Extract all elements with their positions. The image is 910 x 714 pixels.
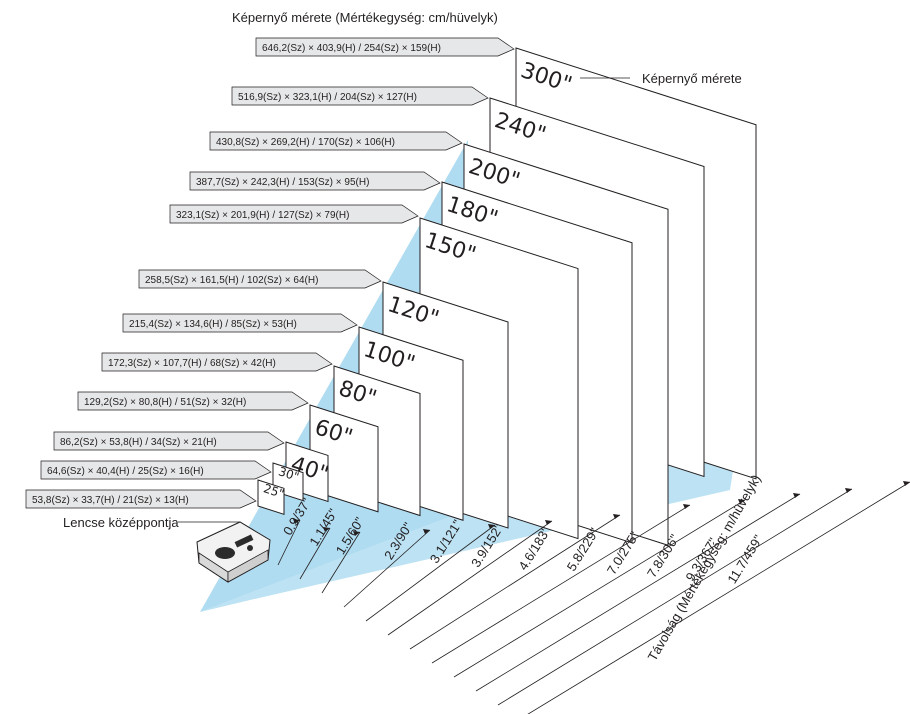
distance-line-stroke (409, 514, 621, 650)
dimension-tag-shape (169, 204, 419, 224)
dimension-tag-text: 430,8(Sz) × 269,2(H) / 170(Sz) × 106(H) (216, 137, 395, 148)
dimension-tag-shape (101, 352, 333, 372)
dimension-tag-shape (77, 391, 309, 411)
dimension-tag-2: 64,6(Sz) × 40,4(H) / 25(Sz) × 16(H) (40, 460, 272, 480)
dimension-tag-11: 516,9(Sz) × 323,1(H) / 204(Sz) × 127(H) (231, 86, 489, 106)
dimension-tag-text: 86,2(Sz) × 53,8(H) / 34(Sz) × 21(H) (60, 437, 217, 448)
distance-line-stroke (475, 493, 801, 692)
distance-arrow-head (353, 531, 360, 536)
dimension-tag-text: 258,5(Sz) × 161,5(H) / 102(Sz) × 64(H) (145, 275, 318, 286)
dimension-tag-text: 516,9(Sz) × 323,1(H) / 204(Sz) × 127(H) (238, 92, 417, 103)
screen-size-text: 25" (262, 481, 286, 501)
distance-arrow-head (903, 481, 910, 486)
dimension-tag-4: 129,2(Sz) × 80,8(H) / 51(Sz) × 32(H) (77, 391, 309, 411)
distance-line-stroke (453, 499, 746, 678)
dimension-tag-shape (40, 460, 272, 480)
dimension-tag-text: 215,4(Sz) × 134,6(H) / 85(Sz) × 53(H) (129, 319, 297, 330)
distance-arrow-head (323, 527, 330, 532)
distance-arrow-head (793, 493, 800, 498)
distance-arrow-head (613, 514, 620, 519)
dimension-tag-shape (53, 431, 285, 451)
screen-1: 25" (257, 479, 286, 516)
distance-line-stroke (365, 524, 496, 622)
distance-line-stroke (343, 529, 431, 608)
dimension-tag-3: 86,2(Sz) × 53,8(H) / 34(Sz) × 21(H) (53, 431, 285, 451)
dimension-tag-7: 258,5(Sz) × 161,5(H) / 102(Sz) × 64(H) (138, 269, 382, 289)
dimension-tag-text: 129,2(Sz) × 80,8(H) / 51(Sz) × 32(H) (84, 397, 246, 408)
lens-center-label: Lencse középpontja (63, 515, 179, 530)
distance-line-stroke (299, 527, 331, 580)
dimension-tag-shape (255, 37, 515, 57)
distance-line-stroke (277, 519, 301, 566)
screen-panel (257, 479, 285, 516)
dimension-tag-shape (189, 171, 441, 191)
distance-arrow-head (845, 488, 852, 493)
dimension-tag-text: 387,7(Sz) × 242,3(H) / 153(Sz) × 95(H) (196, 177, 369, 188)
dimension-tag-text: 323,1(Sz) × 201,9(H) / 127(Sz) × 79(H) (176, 210, 349, 221)
dimension-tag-9: 387,7(Sz) × 242,3(H) / 153(Sz) × 95(H) (189, 171, 441, 191)
distance-arrow-head (738, 499, 745, 504)
dimension-tag-6: 215,4(Sz) × 134,6(H) / 85(Sz) × 53(H) (122, 313, 358, 333)
distance-arrow-head (423, 529, 430, 534)
dimension-tag-10: 430,8(Sz) × 269,2(H) / 170(Sz) × 106(H) (209, 131, 463, 151)
distance-line-stroke (387, 520, 553, 636)
distance-value-text: 11.7/459" (724, 532, 766, 586)
distance-arrow-head (545, 520, 552, 525)
dimension-tag-shape (231, 86, 489, 106)
dimension-tag-text: 53,8(Sz) × 33,7(H) / 21(Sz) × 13(H) (32, 495, 189, 506)
dimension-tag-5: 172,3(Sz) × 107,7(H) / 68(Sz) × 42(H) (101, 352, 333, 372)
distance-line-stroke (497, 488, 853, 706)
distance-arrow-head (683, 504, 690, 509)
dimension-tag-12: 646,2(Sz) × 403,9(H) / 254(Sz) × 159(H) (255, 37, 515, 57)
screens-layer: 300"240"200"180"150"120"100"80"60"40"30"… (257, 47, 757, 546)
dimension-tag-shape (138, 269, 382, 289)
dimension-tag-text: 172,3(Sz) × 107,7(H) / 68(Sz) × 42(H) (108, 358, 276, 369)
dimension-tag-1: 53,8(Sz) × 33,7(H) / 21(Sz) × 13(H) (25, 489, 257, 509)
distance-arrow-head (488, 524, 495, 529)
dimension-tag-shape (122, 313, 358, 333)
projector-icon (196, 521, 271, 583)
dimension-tag-text: 646,2(Sz) × 403,9(H) / 254(Sz) × 159(H) (262, 43, 441, 54)
dimension-tag-text: 64,6(Sz) × 40,4(H) / 25(Sz) × 16(H) (47, 466, 204, 477)
distance-line-stroke (321, 531, 361, 594)
dimension-tag-8: 323,1(Sz) × 201,9(H) / 127(Sz) × 79(H) (169, 204, 419, 224)
screen-size-text: 30" (277, 464, 301, 484)
screen-size-label: Képernyő mérete (642, 71, 742, 86)
distance-line-stroke (431, 504, 691, 664)
distance-arrow-head (293, 519, 300, 524)
distance-line-stroke (527, 481, 910, 714)
dimension-tags-layer: 53,8(Sz) × 33,7(H) / 21(Sz) × 13(H) 64,6(… (25, 37, 515, 509)
diagram-title: Képernyő mérete (Mértékegység: cm/hüvely… (232, 10, 498, 25)
dimension-tag-shape (25, 489, 257, 509)
dimension-tag-shape (209, 131, 463, 151)
